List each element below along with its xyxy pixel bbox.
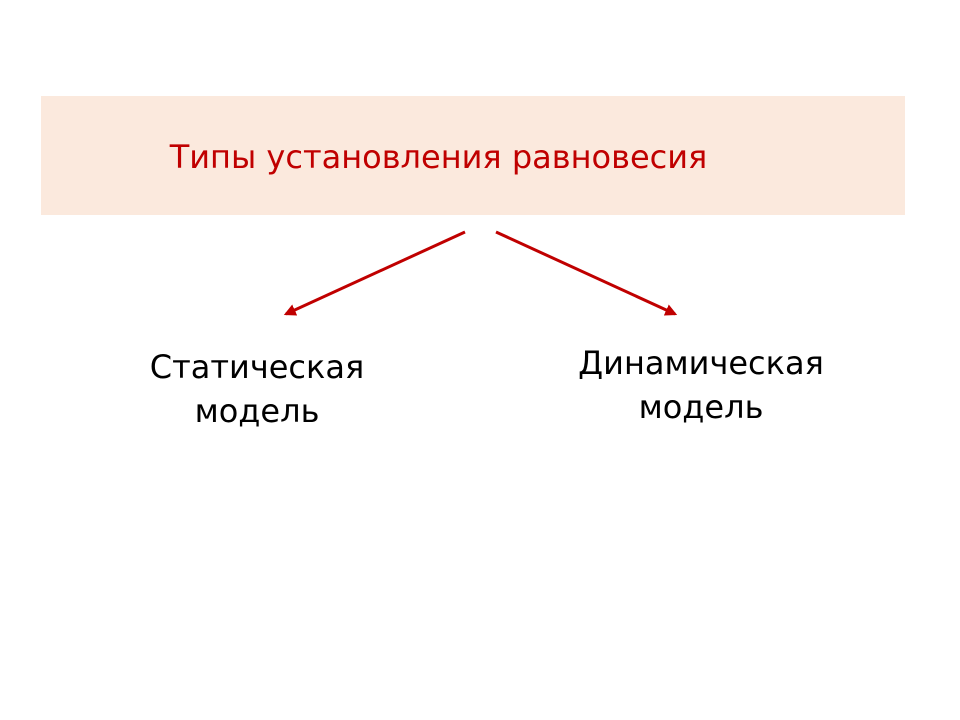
- static-model-label: Статическая модель: [149, 348, 365, 430]
- dynamic-model-label: Динамическая модель: [578, 344, 824, 426]
- slide-title: Типы установления равновесия: [169, 138, 708, 176]
- right-arrow: [495, 230, 678, 316]
- title-banner: [41, 96, 905, 215]
- left-arrow: [283, 230, 466, 316]
